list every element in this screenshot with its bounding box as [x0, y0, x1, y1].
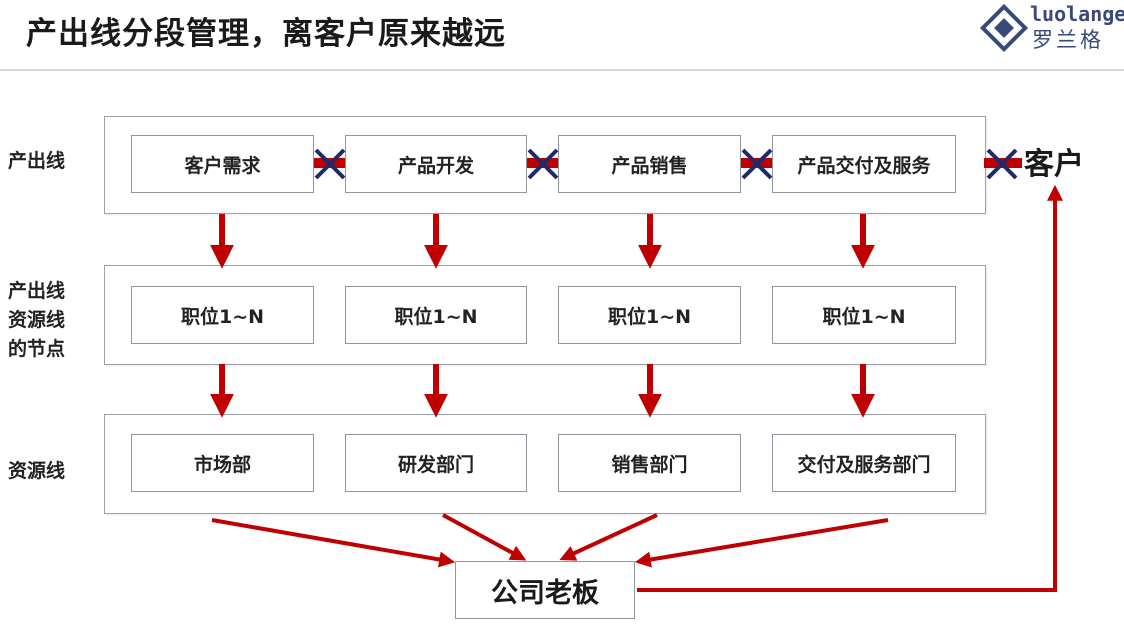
box-position: 职位1~N — [345, 286, 527, 344]
row-label-nodes: 产出线 资源线 的节点 — [8, 277, 65, 364]
box-sales-dept: 销售部门 — [558, 434, 741, 492]
box-position: 职位1~N — [131, 286, 314, 344]
box-customer-demand: 客户需求 — [131, 135, 314, 193]
broken-link-cross-icon — [314, 148, 346, 180]
box-product-development: 产品开发 — [345, 135, 527, 193]
luolanger-logo-icon — [979, 4, 1029, 53]
customer-label: 客户 — [1024, 147, 1084, 182]
page-title: 产出线分段管理，离客户原来越远 — [26, 16, 506, 52]
box-marketing-dept: 市场部 — [131, 434, 314, 492]
broken-link-cross-icon — [984, 148, 1022, 180]
converge-arrow — [442, 513, 527, 561]
row-label-nodes-line: 的节点 — [8, 338, 66, 360]
logo-text-cn: 罗兰格 — [1032, 28, 1104, 52]
row-label-resource: 资源线 — [8, 460, 66, 482]
box-delivery-service-dept: 交付及服务部门 — [772, 434, 956, 492]
row-label-nodes-line: 产出线 — [8, 280, 66, 302]
box-position: 职位1~N — [772, 286, 956, 344]
box-product-delivery-service: 产品交付及服务 — [772, 135, 956, 193]
boss-to-customer-arrow — [637, 184, 1063, 592]
box-product-sales: 产品销售 — [558, 135, 741, 193]
title-divider — [0, 69, 1124, 71]
converge-arrow — [559, 513, 658, 561]
box-position: 职位1~N — [558, 286, 741, 344]
logo-text-en: luolanger — [1030, 2, 1124, 26]
broken-link-cross-icon — [527, 148, 559, 180]
box-rnd-dept: 研发部门 — [345, 434, 527, 492]
converge-arrow — [211, 518, 456, 568]
row-label-nodes-line: 资源线 — [8, 309, 66, 331]
converge-arrow — [634, 518, 889, 568]
broken-link-cross-icon — [741, 148, 773, 180]
company-boss-box: 公司老板 — [455, 561, 635, 619]
row-label-production: 产出线 — [8, 150, 66, 172]
